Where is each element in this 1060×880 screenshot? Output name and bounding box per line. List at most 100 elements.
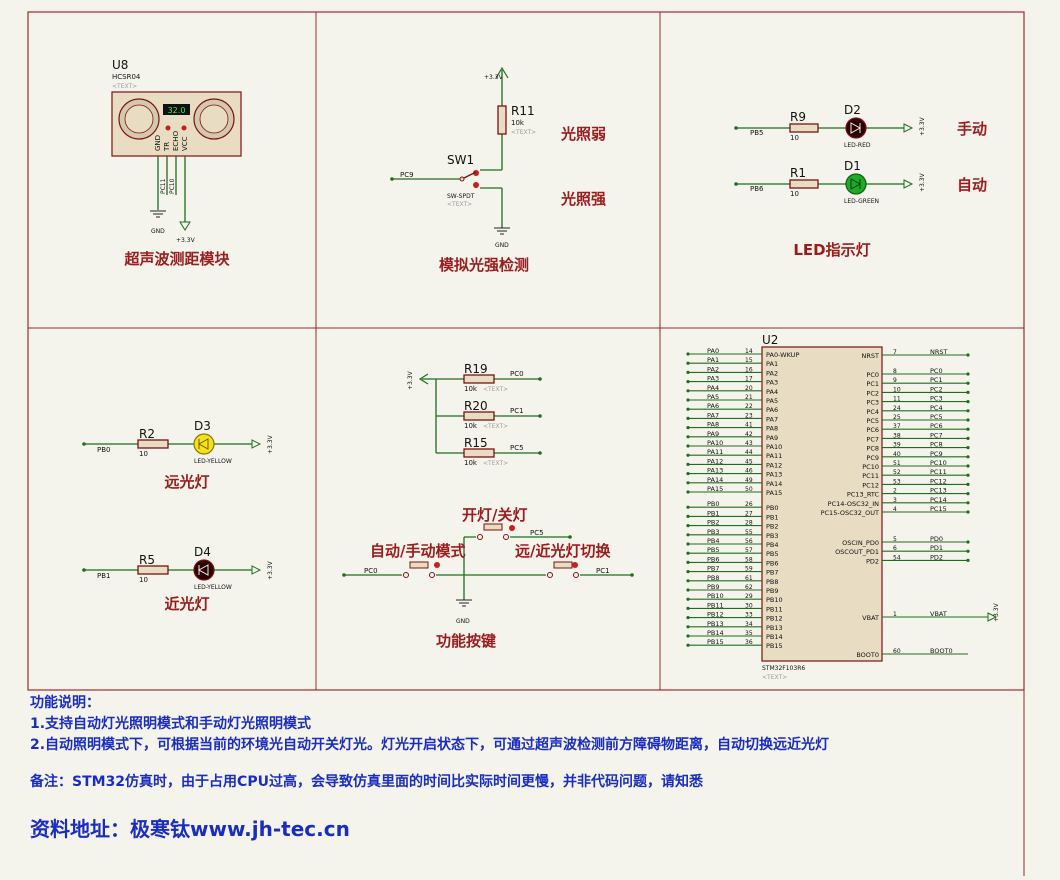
u2-right-pin-dot	[966, 482, 970, 486]
u2-left-pin-name: PB15	[766, 642, 783, 650]
u2-right-net: NRST	[930, 348, 948, 356]
u2-right-pin-name: PC3	[866, 399, 879, 407]
u2-left-pin-num: 55	[745, 529, 753, 536]
notes-url[interactable]: 资料地址：极寒钛www.jh-tec.cn	[30, 817, 350, 841]
u2-left-pin-num: 59	[745, 566, 753, 573]
u2-left-pin-name: PA6	[766, 406, 778, 414]
u2-left-net: PB4	[707, 537, 720, 545]
u2-left-net: PA5	[707, 393, 719, 401]
u2-left-pin-num: 44	[745, 449, 753, 456]
u8-net-echo: PC10	[169, 178, 176, 194]
u2-right-pin-name: PC13_RTC	[847, 491, 880, 499]
u2-left-pin-dot	[686, 370, 690, 374]
r9-ref: R9	[790, 110, 806, 124]
button-mode[interactable]	[403, 561, 441, 578]
u2-right-net: PC0	[930, 367, 943, 375]
r9-val: 10	[790, 134, 799, 142]
u2-left-pin-dot	[686, 597, 690, 601]
u2-left-net: PB15	[707, 638, 724, 646]
u2-left-pin-num: 23	[745, 412, 753, 419]
u2-left-pin-dot	[686, 389, 690, 393]
u2-left-pin-name: PB11	[766, 605, 783, 613]
u2-left-pin-num: 15	[745, 357, 753, 364]
u2-left-pin-num: 22	[745, 403, 753, 410]
notes-line2: 2.自动照明模式下，可根据当前的环境光自动开关灯光。灯光开启状态下，可通过超声波…	[30, 737, 830, 753]
notes-remark: 备注：STM32仿真时，由于占用CPU过高，会导致仿真里面的时间比实际时间更慢，…	[30, 774, 703, 790]
u2-left-net: PA13	[707, 467, 723, 475]
u2-left-pin-num: 43	[745, 440, 753, 447]
label-btn-mode: 自动/手动模式	[370, 542, 465, 560]
u2-right-pin-num: 53	[893, 478, 901, 485]
u2-left-pin-name: PB4	[766, 541, 779, 549]
u2-left-net: PA8	[707, 421, 719, 429]
u2-left-net: PB7	[707, 565, 720, 573]
button-switch-beam[interactable]	[547, 561, 579, 578]
u2-right-pin-dot	[966, 409, 970, 413]
label-btn-switch: 远/近光灯切换	[515, 542, 611, 560]
r15-val: 10k	[464, 459, 478, 467]
u2-right-pin-name: BOOT0	[856, 651, 879, 659]
u2-right-pin-num: 8	[893, 368, 897, 375]
u2-right-net: PD0	[930, 535, 943, 543]
r19-val: 10k	[464, 385, 478, 393]
u2-right-pin-dot	[966, 390, 970, 394]
u2-left-pin-name: PA2	[766, 369, 778, 377]
u2-type: STM32F103R6	[762, 665, 805, 672]
u2-left-pin-dot	[686, 361, 690, 365]
u2-right-pin-name: PC10	[862, 463, 879, 471]
button-onoff[interactable]	[477, 523, 516, 540]
u2-left-pin-dot	[686, 435, 690, 439]
u2-right-pin-dot	[966, 464, 970, 468]
u2-left-pin-num: 17	[745, 376, 753, 383]
u2-left-pin-num: 16	[745, 366, 753, 373]
u2-left-pin-name: PB14	[766, 633, 783, 641]
r15-net: PC5	[510, 444, 524, 452]
section-title-near: 近光灯	[164, 595, 209, 613]
r5-val: 10	[139, 576, 148, 584]
u2-right-pin-name: PC7	[866, 435, 879, 443]
u2-left-pin-dot	[686, 444, 690, 448]
u2-right-pin-dot	[966, 427, 970, 431]
u2-left-pin-name: PB2	[766, 523, 779, 531]
sheet-frame	[27, 11, 1025, 876]
u2-left-pin-dot	[686, 514, 690, 519]
u2-right-pin-dot	[966, 540, 970, 544]
label-light-strong: 光照强	[560, 190, 606, 208]
d4-type: LED-YELLOW	[194, 584, 232, 591]
u8-pin-gnd: GND	[154, 135, 162, 151]
u2-right-pin-dot	[966, 549, 970, 553]
u2-left-pin-name: PB10	[766, 596, 783, 604]
u2-right-pin-num: 38	[893, 432, 901, 439]
u2-left-pin-dot	[686, 490, 690, 494]
notes-heading: 功能说明：	[30, 695, 100, 711]
u2-right-pin-dot	[966, 446, 970, 450]
r1-net: PB6	[750, 185, 764, 193]
u2-left-pin-name: PA4	[766, 388, 778, 396]
u2-left-pin-dot	[686, 505, 690, 509]
u2-left-pin-num: 56	[745, 538, 753, 545]
u2-left-net: PA12	[707, 457, 723, 465]
sw1-placeholder: <TEXT>	[447, 201, 472, 208]
u2-left-pin-name: PA7	[766, 415, 778, 423]
r2-ref: R2	[139, 427, 155, 441]
u2-left-pin-name: PA12	[766, 461, 782, 469]
u2-left-pin-name: PA9	[766, 434, 778, 442]
d1-ref: D1	[844, 159, 861, 173]
u2-left-pin-name: PA10	[766, 443, 782, 451]
led-indicator-circuit: PB5 R9 10 D2 LED-RED +3.3V PB6 R1 10 D1 …	[734, 103, 926, 205]
u2-right-pin-name: VBAT	[862, 614, 879, 622]
u8-display-value: 32.0	[168, 106, 186, 115]
label-btn-onoff: 开灯/关灯	[462, 506, 527, 524]
u2-left-pin-name: PB13	[766, 624, 783, 632]
u2-right-pin-num: 52	[893, 469, 901, 476]
u2-left-net: PB10	[707, 592, 724, 600]
u2-left-pin-name: PB0	[766, 504, 779, 512]
r11-placeholder: <TEXT>	[511, 129, 536, 136]
led-yellow-d3	[193, 433, 215, 455]
u2-left-pin-num: 34	[745, 621, 753, 628]
u2-left-pin-num: 29	[745, 593, 753, 600]
ultrasonic-module-u8: U8 HCSR04 <TEXT> 32.0 GND TR ECHO VCC PC…	[111, 58, 242, 244]
btn-net-pc5: PC5	[530, 529, 544, 537]
btn-net-pc1: PC1	[596, 567, 610, 575]
